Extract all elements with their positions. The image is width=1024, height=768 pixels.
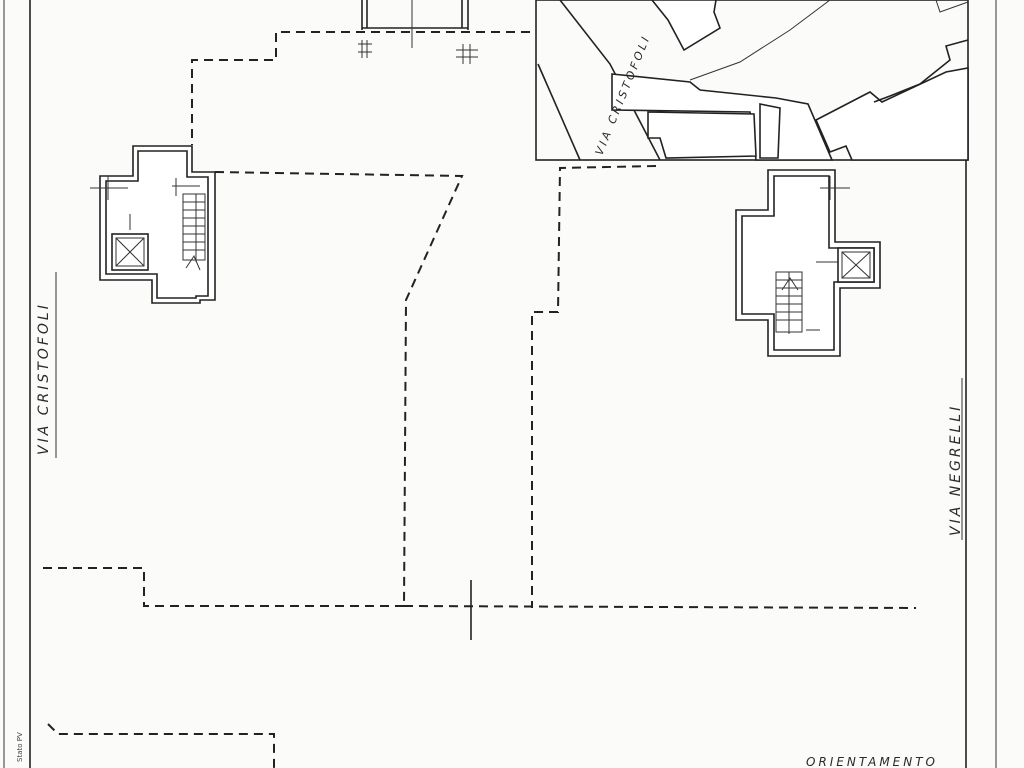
stair-steps-right bbox=[775, 271, 803, 334]
stair-core-right bbox=[735, 169, 881, 357]
sheet-border bbox=[3, 0, 997, 768]
margin-note: Stato PV bbox=[16, 732, 24, 762]
orientamento-label: ORIENTAMENTO bbox=[806, 755, 938, 768]
stair-core-left bbox=[90, 145, 216, 304]
property-boundary-dashed bbox=[42, 31, 917, 768]
stair-steps-left bbox=[182, 193, 206, 271]
location-inset-map bbox=[535, 0, 969, 161]
via-negrelli-label: VIA NEGRELLI bbox=[948, 404, 964, 536]
top-structure bbox=[358, 0, 478, 64]
via-cristofoli-main-label: VIA CRISTOFOLI bbox=[36, 302, 52, 455]
